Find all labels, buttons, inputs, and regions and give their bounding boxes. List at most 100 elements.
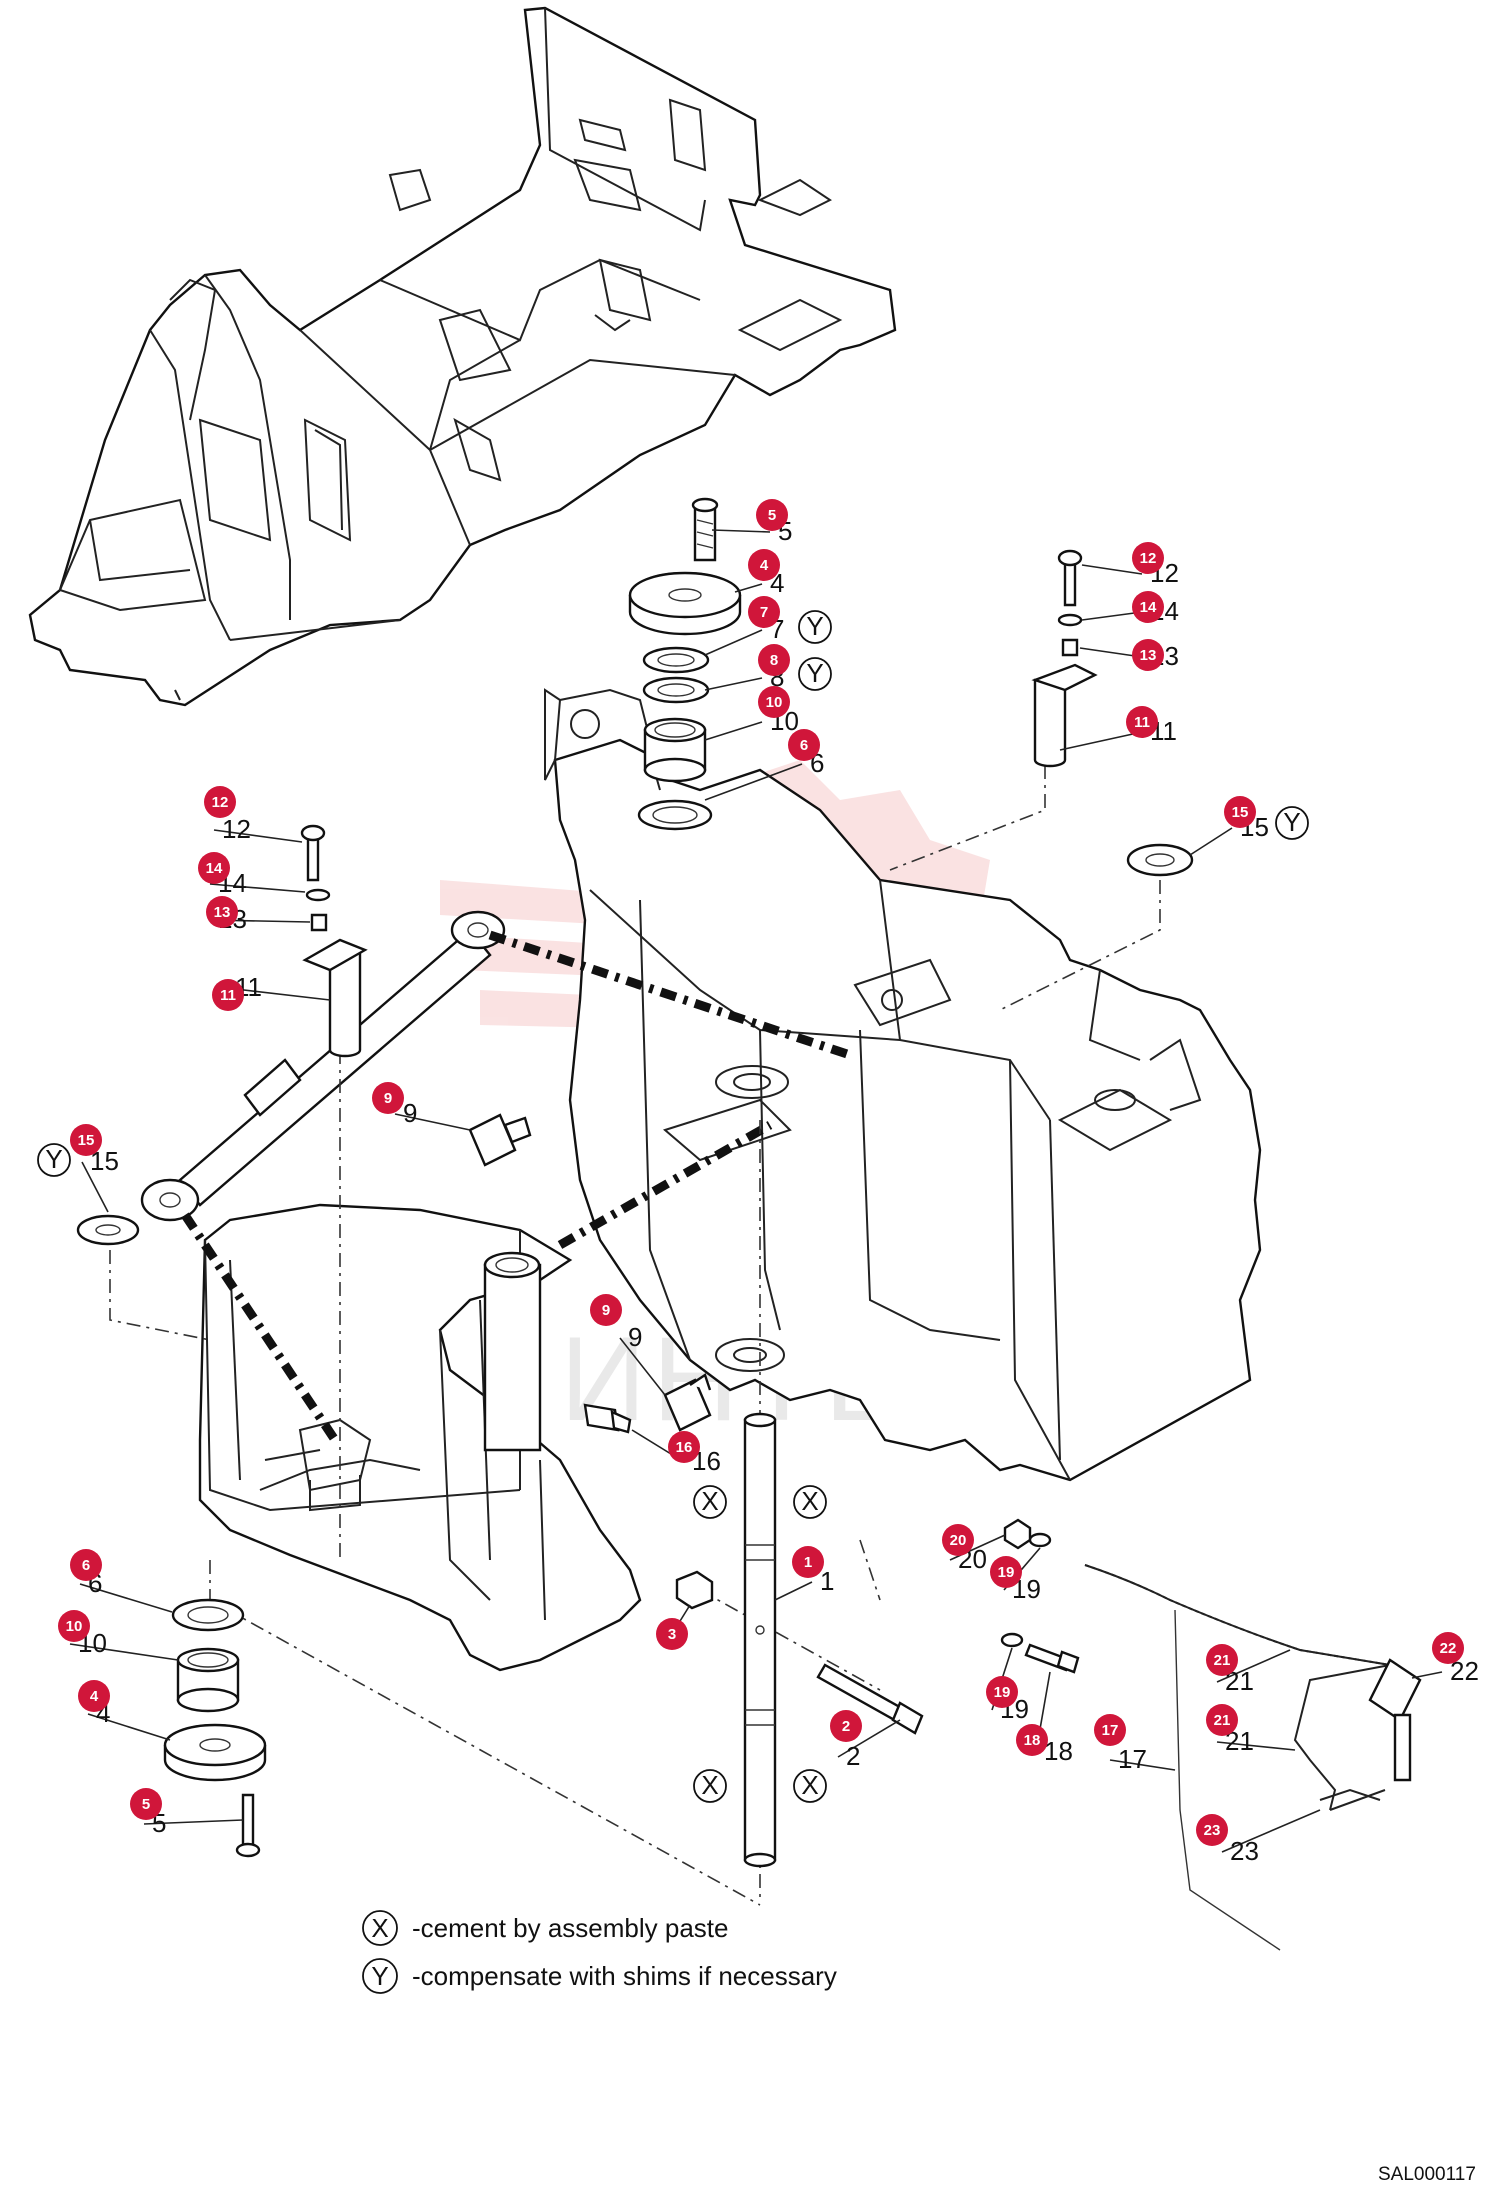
callout-badge-c10a[interactable]: 10	[758, 686, 790, 718]
legend-text-x: -cement by assembly paste	[412, 1913, 728, 1943]
callout-badge-c11b[interactable]: 11	[212, 979, 244, 1011]
callout-badge-c22[interactable]: 22	[1432, 1632, 1464, 1664]
note-mark-circle	[798, 610, 832, 644]
pin-11-left	[300, 824, 368, 1058]
callout-badge-c6a[interactable]: 6	[788, 729, 820, 761]
callout-badge-c11a[interactable]: 11	[1126, 706, 1158, 738]
leader-line-c6b	[79, 1583, 173, 1613]
callout-badge-circle	[1224, 796, 1256, 828]
svg-text:Y: Y	[371, 1961, 388, 1991]
callout-badge-c6b[interactable]: 6	[70, 1549, 102, 1581]
callout-badge-c15b[interactable]: 15	[70, 1124, 102, 1156]
rear-sleeve-drawing	[483, 1251, 542, 1452]
callout-badge-c2[interactable]: 2	[830, 1710, 862, 1742]
part-number-c18: 18	[1044, 1736, 1073, 1766]
callout-badge-c13a[interactable]: 13	[1132, 639, 1164, 671]
callout-badge-number: 1	[804, 1554, 812, 1571]
callout-badge-circle	[590, 1294, 622, 1326]
callout-badge-c4b[interactable]: 4	[78, 1680, 110, 1712]
leader-line-c21b	[1216, 1741, 1296, 1751]
callout-badge-c14b[interactable]: 14	[198, 852, 230, 884]
callout-badge-c19b[interactable]: 19	[986, 1676, 1018, 1708]
callout-badge-number: 15	[78, 1132, 95, 1149]
callout-badge-number: 10	[66, 1618, 83, 1635]
callout-badge-circle	[1206, 1704, 1238, 1736]
leader-line-c2	[837, 1719, 901, 1758]
callout-badge-number: 4	[90, 1688, 99, 1705]
callout-badge-number: 2	[842, 1718, 850, 1735]
callout-badge-number: 21	[1214, 1712, 1231, 1729]
callout-badge-c5a[interactable]: 5	[756, 499, 788, 531]
callout-badge-number: 15	[1232, 804, 1249, 821]
part-number-c17: 17	[1118, 1744, 1147, 1774]
callout-badge-c9b[interactable]: 9	[590, 1294, 622, 1326]
callout-badge-circle	[748, 549, 780, 581]
legend-symbol-x: X	[362, 1910, 398, 1946]
chain-axis	[859, 1539, 881, 1601]
leader-line-c5b	[143, 1819, 244, 1825]
leader-line-c8	[704, 677, 763, 691]
grease-fitting-9-upper	[468, 1113, 532, 1167]
callout-badge-c19a[interactable]: 19	[990, 1556, 1022, 1588]
part-number-c23: 23	[1230, 1836, 1259, 1866]
callout-badge-c7[interactable]: 7	[748, 596, 780, 628]
callout-badge-c10b[interactable]: 10	[58, 1610, 90, 1642]
legend-text-y: -compensate with shims if necessary	[412, 1961, 837, 1991]
callout-badge-circle	[70, 1124, 102, 1156]
part-number-c1: 1	[820, 1566, 834, 1596]
pin-11-right	[1031, 549, 1098, 768]
cylinder-axis-top	[488, 930, 852, 1060]
callout-badge-c15a[interactable]: 15	[1224, 796, 1256, 828]
callout-badge-c17[interactable]: 17	[1094, 1714, 1126, 1746]
callout-badge-number: 11	[220, 987, 236, 1004]
callout-badge-c18[interactable]: 18	[1016, 1724, 1048, 1756]
callout-badge-number: 3	[668, 1626, 676, 1643]
bolt-2-axis	[699, 1589, 881, 1691]
callout-badge-c12b[interactable]: 12	[204, 786, 236, 818]
callout-badge-c16[interactable]: 16	[668, 1431, 700, 1463]
note-mark-symbol: Y	[806, 611, 823, 641]
callout-badge-number: 8	[770, 652, 778, 669]
callout-badge-c21a[interactable]: 21	[1206, 1644, 1238, 1676]
callout-badge-c23[interactable]: 23	[1196, 1814, 1228, 1846]
callout-badge-circle	[942, 1524, 974, 1556]
leader-line-c1	[774, 1581, 813, 1601]
callout-badge-circle	[70, 1549, 102, 1581]
callout-badge-number: 11	[1134, 714, 1150, 731]
callout-badge-c13b[interactable]: 13	[206, 896, 238, 928]
callout-badge-number: 17	[1102, 1722, 1119, 1739]
callout-badge-circle	[748, 596, 780, 628]
callout-badge-c14a[interactable]: 14	[1132, 591, 1164, 623]
leader-line-c4b	[87, 1713, 171, 1741]
part-number-c2: 2	[846, 1741, 860, 1771]
callout-badge-number: 6	[82, 1557, 90, 1574]
callout-badge-circle	[198, 852, 230, 884]
callout-badge-number: 19	[998, 1564, 1015, 1581]
callout-badge-c5b[interactable]: 5	[130, 1788, 162, 1820]
note-mark-y3: Y	[1275, 806, 1309, 840]
callout-badge-c9a[interactable]: 9	[372, 1082, 404, 1114]
callout-badge-c20[interactable]: 20	[942, 1524, 974, 1556]
grease-fitting-9-lower	[663, 1373, 712, 1432]
callout-badge-c8[interactable]: 8	[758, 644, 790, 676]
note-mark-y4: Y	[37, 1143, 71, 1177]
pivot-axis	[557, 1121, 773, 1249]
callout-badge-number: 18	[1024, 1732, 1041, 1749]
callout-badge-c12a[interactable]: 12	[1132, 542, 1164, 574]
leader-line-c11a	[1059, 731, 1143, 751]
leader-line-c9b	[619, 1337, 666, 1396]
callout-badge-circle	[990, 1556, 1022, 1588]
callout-badge-c21b[interactable]: 21	[1206, 1704, 1238, 1736]
note-mark-symbol: X	[701, 1486, 718, 1516]
main-pin-1	[743, 1412, 777, 1868]
callout-badge-c4a[interactable]: 4	[748, 549, 780, 581]
note-mark-y1: Y	[798, 610, 832, 644]
callout-badge-circle	[830, 1710, 862, 1742]
callout-badge-circle	[758, 644, 790, 676]
center-frame-drawing	[544, 688, 1262, 1482]
callout-badge-number: 7	[760, 604, 768, 621]
callout-badge-c3[interactable]: 3	[656, 1618, 688, 1650]
pin-11-right-axis	[889, 765, 1046, 871]
callout-badge-circle	[206, 896, 238, 928]
callout-badge-c1[interactable]: 1	[792, 1546, 824, 1578]
